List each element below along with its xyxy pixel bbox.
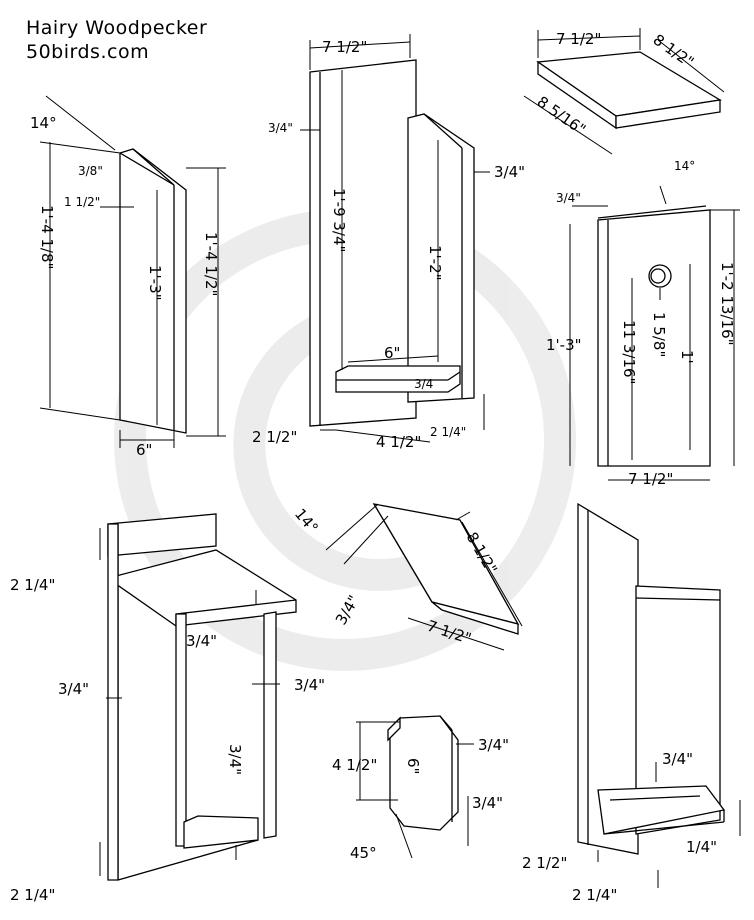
side-right-thickness-label: 3/4" — [294, 676, 325, 694]
side-bevel-label: 3/8" — [78, 164, 103, 178]
back-bottom-offset-label: 2 1/2" — [252, 428, 297, 446]
floor-thickness-piece-label: 3/4" — [472, 794, 503, 812]
front-panel-view: 3/4" 14° 1'-3" 1 5/8" 1' 11 3/16" 1'-2 1… — [546, 159, 740, 488]
floor-corner-label: 3/4" — [478, 736, 509, 754]
assembled-back-view: 3/4" 2 1/2" 1/4" 2 1/4" — [522, 502, 741, 904]
front-side-height-label: 1'-2 13/16" — [718, 262, 736, 346]
floor-corner-angle-label: 45° — [350, 844, 377, 862]
side-top-offset-label: 2 1/4" — [10, 576, 55, 594]
floor-height-label: 4 1/2" — [332, 756, 377, 774]
floor-inset-label: 4 1/2" — [376, 433, 421, 451]
back-thickness-left-label: 3/4" — [268, 121, 293, 135]
front-height-label: 1'-2" — [426, 245, 444, 281]
back-bottom-offset-low-label: 2 1/4" — [572, 886, 617, 904]
floor-depth-label: 6" — [384, 344, 400, 362]
back-width-label: 7 1/2" — [322, 38, 367, 56]
side-front-height-label: 1'-4 1/2" — [202, 232, 220, 296]
side-floor-thickness-label: 3/4" — [226, 744, 244, 775]
floor-width-label: 6" — [404, 758, 422, 774]
side-angle-label: 14° — [30, 114, 57, 132]
front-height-label: 1'-3" — [546, 336, 582, 354]
side-bottom-offset-label: 2 1/4" — [10, 886, 55, 904]
hole-to-floor-label: 1' — [678, 350, 696, 364]
roof-angled-thickness-label: 3/4" — [332, 592, 363, 628]
front-angle-label: 14° — [674, 159, 695, 173]
roof-width-label: 7 1/2" — [556, 30, 601, 48]
back-floor-thickness-label: 3/4" — [662, 750, 693, 768]
back-height-label: 1'-9 3/4" — [330, 188, 348, 252]
hole-to-bottom-label: 11 3/16" — [620, 320, 638, 384]
front-width-label: 7 1/2" — [628, 470, 673, 488]
plan-title: Hairy Woodpecker — [26, 17, 207, 39]
side-left-thickness-label: 3/4" — [58, 680, 89, 698]
side-back-height-label: 1'-4 1/8" — [38, 205, 56, 269]
roof-thickness-label: 3/4" — [186, 632, 217, 650]
side-depth-label: 6" — [136, 441, 152, 459]
roof-angled-view: 14° 8 1/2" 3/4" 7 1/2" — [291, 503, 523, 651]
entrance-hole-icon — [648, 264, 672, 288]
side-inset-label: 1 1/2" — [64, 195, 100, 209]
back-floor-edge-label: 1/4" — [686, 838, 717, 856]
side-inner-height-label: 1'-3" — [146, 265, 164, 301]
roof-view: 7 1/2" 8 1/2" 8 5/16" — [523, 28, 725, 155]
front-thickness-label: 3/4" — [556, 191, 581, 205]
hole-diameter-label: 1 5/8" — [650, 312, 668, 357]
side-panel-view: 14° 3/8" 1 1/2" 1'-4 1/8" 1'-3" 1'-4 1/2… — [30, 95, 226, 459]
back-thickness-right-label: 3/4" — [494, 163, 525, 181]
assembled-side-view: 2 1/4" 3/4" 3/4" 3/4" 3/4" 2 1/4" — [10, 513, 325, 904]
floor-piece-view: 4 1/2" 6" 3/4" 3/4" 45° — [332, 715, 509, 862]
floor-thickness-label: 3/4 — [414, 377, 433, 391]
back-bottom-offset-label-2: 2 1/2" — [522, 854, 567, 872]
site-name: 50birds.com — [26, 41, 149, 63]
back-bottom-offset-right-label: 2 1/4" — [430, 425, 466, 439]
back-assembly-view: 7 1/2" 3/4" 3/4" 1'-9 3/4" 1'-2" 6" 3/4 … — [252, 34, 525, 451]
